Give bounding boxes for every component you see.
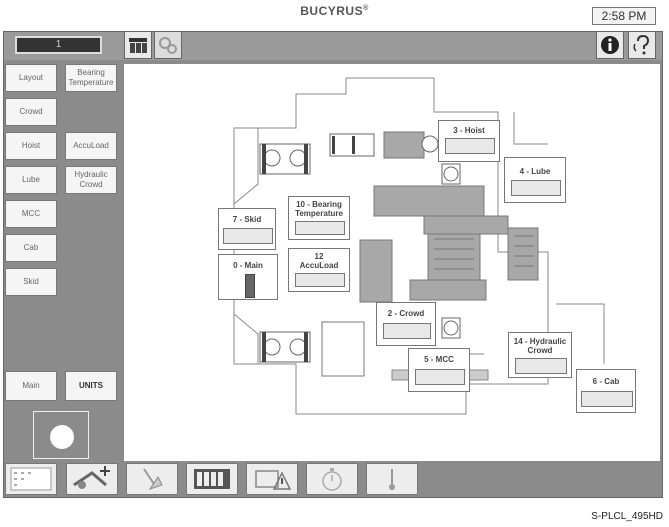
hydraulic-crowd-label: 14 - Hydraulic xyxy=(513,337,567,346)
crowd-panel[interactable]: 2 - Crowd xyxy=(376,302,436,346)
hoist-panel[interactable]: 3 - Hoist xyxy=(438,120,500,162)
cab-panel[interactable]: 6 - Cab xyxy=(576,369,636,413)
temperature-button[interactable] xyxy=(366,463,418,495)
hydraulic-crowd-label-2: Crowd xyxy=(527,346,553,355)
info-button[interactable] xyxy=(596,31,624,59)
help-button[interactable] xyxy=(628,31,656,59)
hydraulic-crowd-button[interactable]: Hydraulic Crowd xyxy=(65,166,117,194)
status-field[interactable]: 1 xyxy=(15,36,102,54)
io-rack-icon xyxy=(194,469,230,489)
accuload-number: 12 xyxy=(314,252,324,261)
joystick-icon xyxy=(50,425,74,449)
lube-plc-rack xyxy=(511,180,561,196)
units-button[interactable]: UNITS xyxy=(65,371,117,401)
info-icon xyxy=(601,36,619,54)
skid-button[interactable]: Skid xyxy=(5,268,57,296)
alarm-button[interactable] xyxy=(246,463,298,495)
crowd-button[interactable]: Crowd xyxy=(5,98,57,126)
skid-panel[interactable]: 7 - Skid xyxy=(218,208,276,250)
clock: 2:58 PM xyxy=(592,7,656,25)
cab-button[interactable]: Cab xyxy=(5,234,57,262)
alarm-icon xyxy=(255,470,292,490)
io-rack-button[interactable] xyxy=(186,463,238,495)
accuload-label: AccuLoad xyxy=(299,261,339,270)
mcc-panel[interactable]: 5 - MCC xyxy=(408,348,470,392)
accuload-panel[interactable]: 12 AccuLoad xyxy=(288,248,350,292)
dipper-icon xyxy=(143,468,163,490)
skid-label: 7 - Skid xyxy=(232,215,262,224)
brand-name: BUCYRUS xyxy=(300,4,364,18)
main-label: 0 - Main xyxy=(233,261,263,270)
crowd-label: 2 - Crowd xyxy=(387,309,425,318)
bearing-temperature-plc-rack xyxy=(295,221,345,235)
lube-label: 4 - Lube xyxy=(519,167,551,176)
lube-button[interactable]: Lube xyxy=(5,166,57,194)
app-title: BUCYRUS® xyxy=(0,4,669,18)
trademark: ® xyxy=(363,5,369,12)
mcc-label: 5 - MCC xyxy=(424,355,454,364)
lube-panel[interactable]: 4 - Lube xyxy=(504,157,566,203)
bearing-temperature-panel[interactable]: 10 - Bearing Temperature xyxy=(288,196,350,240)
dipper-button[interactable] xyxy=(126,463,178,495)
skid-plc-rack xyxy=(223,228,273,244)
accuload-plc-rack xyxy=(295,273,345,287)
hoist-plc-rack xyxy=(445,138,495,154)
main-panel[interactable]: 0 - Main xyxy=(218,254,278,300)
mcc-plc-rack xyxy=(415,369,465,385)
gears-icon xyxy=(159,37,177,54)
accuload-button[interactable]: AccuLoad xyxy=(65,132,117,160)
motion-icon xyxy=(73,466,110,489)
grid-icon xyxy=(10,467,52,491)
hoist-button[interactable]: Hoist xyxy=(5,132,57,160)
main-plc-rack xyxy=(245,274,255,298)
joystick-pad[interactable] xyxy=(33,411,89,459)
gears-button[interactable] xyxy=(154,31,182,59)
machine-layout-map: 3 - Hoist 4 - Lube 7 - Skid 10 - Bearing… xyxy=(124,64,660,461)
grid-view-button[interactable] xyxy=(5,463,57,495)
bearing-temperature-label: 10 - Bearing xyxy=(296,200,342,209)
cab-plc-rack xyxy=(581,391,633,407)
layout-button[interactable]: Layout xyxy=(5,64,57,92)
hydraulic-crowd-panel[interactable]: 14 - Hydraulic Crowd xyxy=(508,332,572,378)
footer-code: S-PLCL_495HD xyxy=(591,511,663,522)
machine-icon xyxy=(129,38,147,53)
machine-motion-button[interactable] xyxy=(66,463,118,495)
top-toolbar xyxy=(4,32,662,60)
help-icon xyxy=(633,34,650,55)
timer-button[interactable] xyxy=(306,463,358,495)
machine-view-button[interactable] xyxy=(124,31,152,59)
crowd-plc-rack xyxy=(383,323,431,339)
mcc-button[interactable]: MCC xyxy=(5,200,57,228)
stopwatch-icon xyxy=(322,468,342,491)
bearing-temperature-button[interactable]: Bearing Temperature xyxy=(65,64,117,92)
hoist-label: 3 - Hoist xyxy=(453,126,485,135)
bearing-temperature-label-2: Temperature xyxy=(295,209,343,218)
thermometer-icon xyxy=(389,469,395,490)
cab-label: 6 - Cab xyxy=(592,377,620,386)
hydraulic-crowd-plc-rack xyxy=(515,358,567,374)
main-button[interactable]: Main xyxy=(5,371,57,401)
